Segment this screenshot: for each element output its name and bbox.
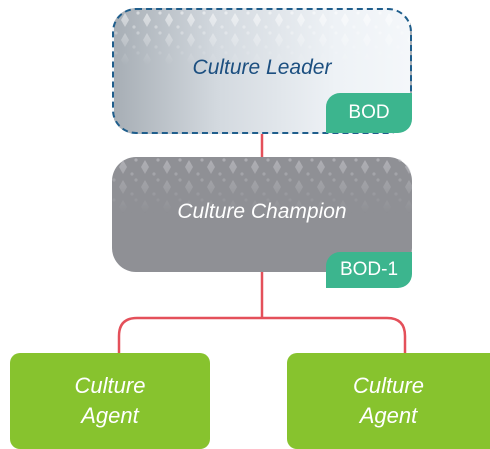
culture-agent-node-right: Culture Agent [287, 353, 490, 449]
bod-badge: BOD [326, 93, 412, 133]
culture-agent-node-left: Culture Agent [10, 353, 210, 449]
culture-agent-label-line2: Agent [81, 403, 139, 428]
culture-agent-label-line1: Culture [74, 373, 146, 398]
culture-champion-label: Culture Champion [177, 199, 347, 223]
bod-1-badge: BOD-1 [326, 252, 412, 288]
culture-agent-label-line1: Culture [353, 373, 424, 398]
branch-line [117, 316, 407, 354]
culture-leader-label: Culture Leader [192, 56, 332, 79]
culture-agent-label-line2: Agent [359, 403, 418, 428]
